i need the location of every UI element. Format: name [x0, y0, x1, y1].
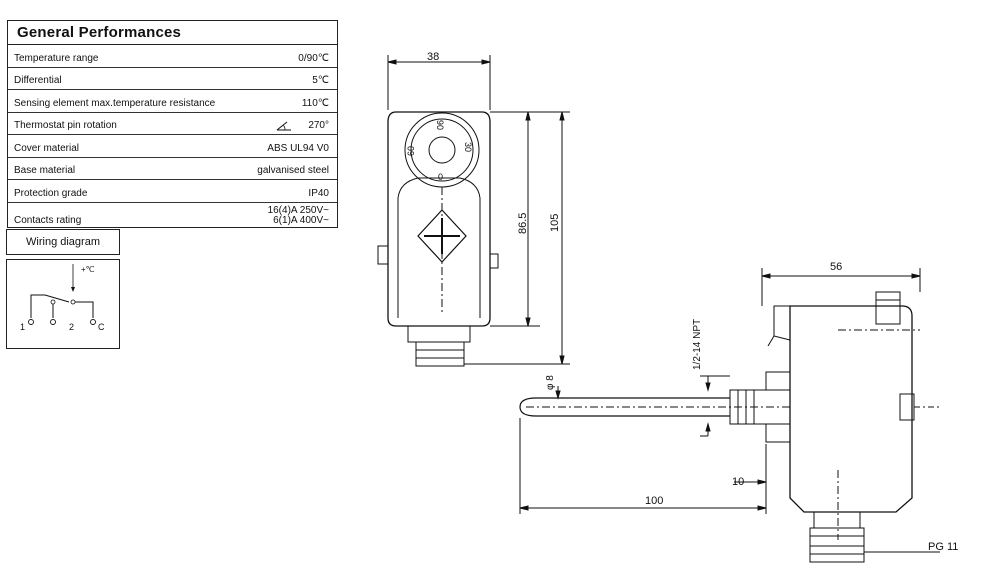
wiring-diagram: +℃ 1 2 C: [6, 259, 120, 349]
wiring-schematic: +℃ 1 2 C: [20, 264, 105, 332]
row-value: 16(4)A 250V~ 6(1)A 400V~: [267, 204, 329, 226]
table-row: Sensing element max.temperature resistan…: [8, 90, 337, 113]
terminal-label: 1: [20, 322, 25, 332]
performance-title: General Performances: [8, 21, 337, 45]
terminal-label: 2: [69, 322, 74, 332]
dial-label: 0: [438, 172, 443, 182]
row-value: 5℃: [312, 75, 329, 86]
table-row: Contacts rating 16(4)A 250V~ 6(1)A 400V~: [8, 203, 337, 229]
temp-symbol: +℃: [81, 265, 95, 274]
row-label: Differential: [14, 75, 62, 86]
dim-thread: 1/2-14 NPT: [692, 319, 703, 370]
row-label: Sensing element max.temperature resistan…: [14, 97, 216, 109]
rotation-icon: [276, 121, 291, 131]
row-label: Temperature range: [14, 52, 99, 64]
row-value: IP40: [308, 187, 329, 199]
dim-height-inner: 86.5: [517, 213, 529, 234]
row-value: 270°: [308, 120, 329, 131]
table-row: Thermostat pin rotation 270°: [8, 113, 337, 135]
row-value: ABS UL94 V0: [267, 142, 329, 154]
dim-height-total: 105: [549, 214, 561, 232]
dim-diameter: φ 8: [545, 375, 556, 390]
dim-length: 100: [645, 495, 663, 507]
row-label: Protection grade: [14, 187, 88, 199]
table-row: Temperature range 0/90℃: [8, 45, 337, 68]
table-row: Base material galvanised steel: [8, 158, 337, 180]
row-label: Base material: [14, 165, 76, 176]
row-value: galvanised steel: [257, 165, 329, 176]
table-row: Cover material ABS UL94 V0: [8, 135, 337, 158]
row-value: 0/90℃: [298, 52, 329, 64]
row-label: Cover material: [14, 142, 80, 154]
dim-width-front: 38: [427, 51, 439, 63]
row-value: 110℃: [301, 97, 329, 109]
dial-label: 60: [406, 146, 416, 156]
terminal-label: C: [98, 322, 105, 332]
table-row: Protection grade IP40: [8, 180, 337, 203]
row-label: Contacts rating: [14, 214, 82, 226]
wiring-diagram-title: Wiring diagram: [6, 229, 120, 255]
dim-gland: PG 11: [928, 541, 958, 553]
dim-offset: 10: [732, 476, 744, 488]
dim-width-side: 56: [830, 261, 842, 273]
table-row: Differential 5℃: [8, 68, 337, 90]
performance-table: General Performances Temperature range 0…: [7, 20, 338, 228]
row-label: Thermostat pin rotation: [14, 120, 117, 131]
dial-label: 30: [463, 142, 473, 152]
dial-label: 90: [435, 120, 445, 130]
